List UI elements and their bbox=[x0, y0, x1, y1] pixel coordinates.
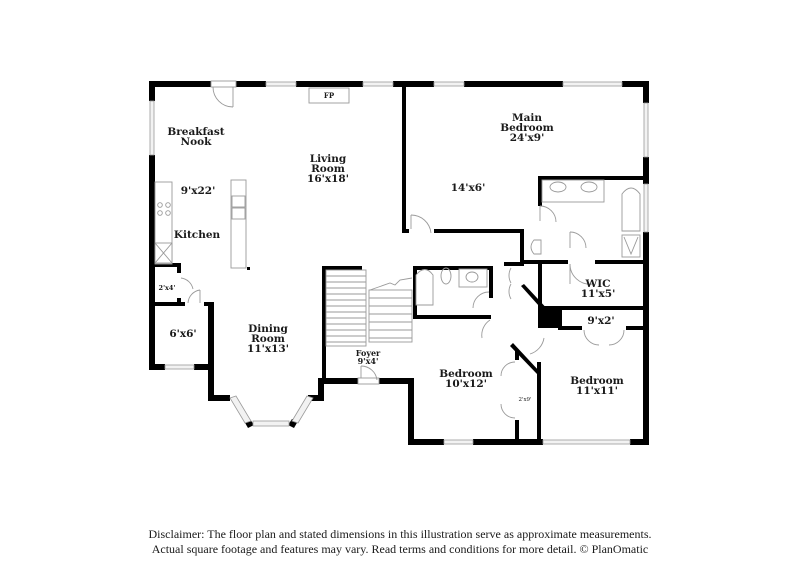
bedroom-2-dims: 11'x11' bbox=[576, 385, 618, 397]
breakfast-nook-label-2: Nook bbox=[181, 136, 213, 148]
living-room-dims: 16'x18' bbox=[307, 173, 349, 185]
doors bbox=[180, 80, 625, 419]
main-bedroom-dims: 24'x9' bbox=[510, 132, 545, 144]
alcove-dims: 14'x6' bbox=[451, 182, 486, 194]
disclaimer: Disclaimer: The floor plan and stated di… bbox=[0, 527, 800, 557]
kitchen-label: Kitchen bbox=[174, 229, 221, 241]
main-bedroom-label-2: Bedroom bbox=[500, 122, 554, 134]
living-room-label-2: Room bbox=[311, 163, 345, 175]
dining-room-label: Dining bbox=[248, 323, 288, 335]
windows bbox=[149, 81, 649, 445]
kitchen-dims: 9'x22' bbox=[181, 185, 216, 197]
wic-dims: 11'x5' bbox=[581, 288, 616, 300]
foyer-dims: 9'x4' bbox=[358, 356, 379, 366]
fixtures bbox=[154, 87, 641, 306]
closet-2x4-dims: 2'x4' bbox=[159, 284, 176, 292]
room-6x6-dims: 6'x6' bbox=[169, 328, 196, 340]
closet-2x9-dims: 2'x9' bbox=[518, 397, 531, 403]
bedroom-3-dims: 10'x12' bbox=[445, 378, 487, 390]
exterior-walls bbox=[149, 81, 649, 445]
breakfast-nook-label: Breakfast bbox=[167, 126, 224, 138]
living-room-label: Living bbox=[310, 153, 347, 165]
disclaimer-line-2: Actual square footage and features may v… bbox=[151, 542, 649, 556]
disclaimer-line-1: Disclaimer: The floor plan and stated di… bbox=[148, 527, 652, 541]
bedroom-2-label: Bedroom bbox=[570, 375, 624, 387]
wic-label: WIC bbox=[584, 278, 610, 290]
bedroom-3-label: Bedroom bbox=[439, 368, 493, 380]
stairs bbox=[325, 269, 413, 347]
fireplace-label: FP bbox=[324, 91, 335, 100]
interior-walls bbox=[149, 86, 649, 445]
fireplace bbox=[308, 87, 350, 104]
dining-room-dims: 11'x13' bbox=[247, 343, 289, 355]
room-labels: Breakfast Nook 9'x22' Kitchen Living Roo… bbox=[159, 91, 624, 403]
foyer-label: Foyer bbox=[356, 348, 381, 358]
dining-room-label-2: Room bbox=[251, 333, 285, 345]
closet-9x2-dims: 9'x2' bbox=[587, 315, 614, 327]
main-bedroom-label: Main bbox=[512, 112, 542, 124]
